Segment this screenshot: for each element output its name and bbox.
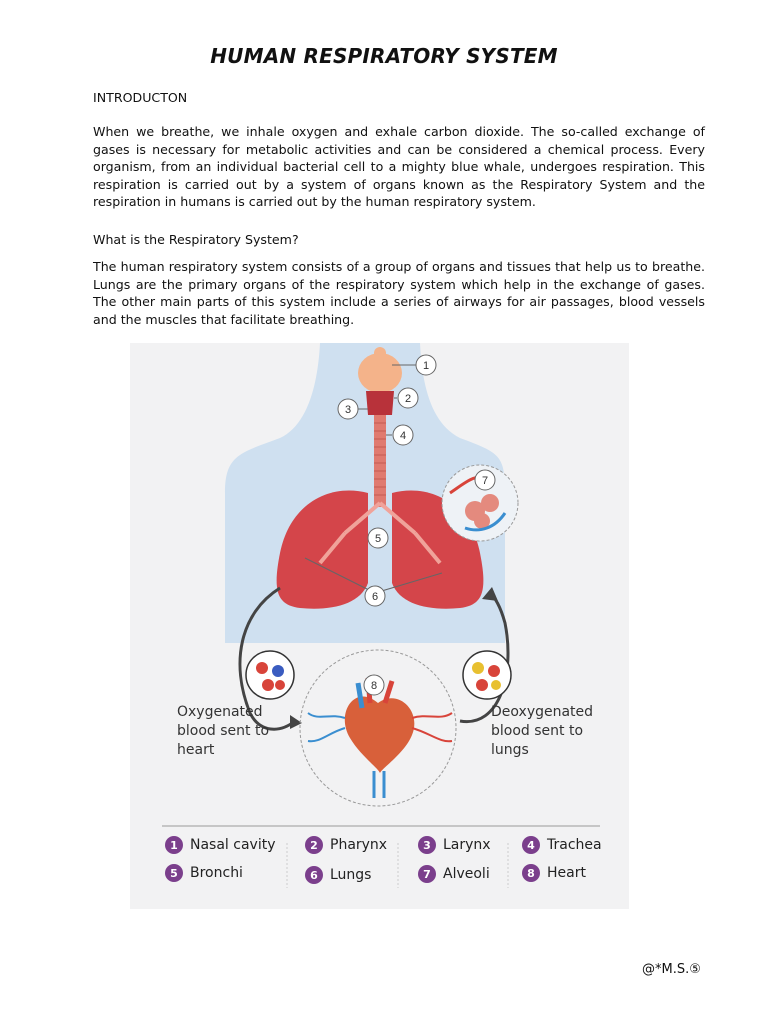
legend-label: Pharynx bbox=[330, 837, 388, 853]
legend-badge: 7 bbox=[418, 865, 436, 883]
legend-label: Heart bbox=[547, 865, 586, 881]
legend-badge: 6 bbox=[305, 866, 323, 884]
legend-item-bronchi: 5 Bronchi bbox=[165, 864, 243, 882]
legend-item-lungs: 6 Lungs bbox=[305, 866, 371, 884]
trachea-shape bbox=[374, 415, 386, 507]
legend-label: Nasal cavity bbox=[190, 837, 276, 853]
nasal-cavity-shape bbox=[358, 353, 402, 393]
question-heading: What is the Respiratory System? bbox=[93, 232, 299, 247]
legend-badge: 4 bbox=[522, 836, 540, 854]
deoxygenated-caption: Deoxygenated blood sent to lungs bbox=[491, 704, 594, 758]
legend-label: Trachea bbox=[547, 837, 602, 853]
legend-item-trachea: 4 Trachea bbox=[522, 836, 602, 854]
callout-8: 8 bbox=[371, 680, 377, 692]
callout-1: 1 bbox=[423, 360, 429, 372]
legend-label: Larynx bbox=[443, 837, 491, 853]
legend-label: Alveoli bbox=[443, 866, 490, 882]
heart-shape bbox=[344, 696, 415, 773]
larynx-shape bbox=[366, 391, 394, 415]
legend-label: Bronchi bbox=[190, 865, 243, 881]
legend-item-heart: 8 Heart bbox=[522, 864, 586, 882]
intro-heading: INTRODUCTON bbox=[93, 90, 188, 105]
oxygenated-blood-cells bbox=[245, 650, 295, 700]
intro-paragraph: When we breathe, we inhale oxygen and ex… bbox=[93, 124, 705, 210]
definition-paragraph: The human respiratory system consists of… bbox=[93, 259, 705, 327]
bronchi-shape bbox=[318, 501, 442, 565]
legend-badge: 2 bbox=[305, 836, 323, 854]
callout-2: 2 bbox=[405, 393, 411, 405]
legend-label: Lungs bbox=[330, 867, 372, 883]
diagram-illustration: 1 2 3 4 5 6 7 8 bbox=[162, 343, 600, 888]
legend-badge: 1 bbox=[165, 836, 183, 854]
legend-badge: 3 bbox=[418, 836, 436, 854]
oxygenated-flow-arrow bbox=[238, 586, 296, 731]
legend-item-pharynx: 2 Pharynx bbox=[305, 836, 387, 854]
callout-3: 3 bbox=[345, 404, 351, 416]
callout-4: 4 bbox=[400, 430, 406, 442]
oxygenated-caption: Oxygenated blood sent to heart bbox=[177, 704, 270, 758]
respiratory-diagram: 1 2 3 4 5 6 7 8 Oxygenated blood sent to… bbox=[130, 343, 629, 909]
legend-badge: 5 bbox=[165, 864, 183, 882]
deoxygenated-blood-cells bbox=[462, 650, 512, 700]
page-title: HUMAN RESPIRATORY SYSTEM bbox=[210, 44, 558, 68]
callout-6: 6 bbox=[372, 591, 378, 603]
callout-5: 5 bbox=[375, 533, 381, 545]
legend-badge: 8 bbox=[522, 864, 540, 882]
author-footer: @*M.S.⑤ bbox=[642, 962, 701, 977]
callout-markers bbox=[337, 354, 496, 696]
heart-zoom-circle bbox=[299, 649, 457, 807]
legend-item-larynx: 3 Larynx bbox=[418, 836, 491, 854]
left-lung-shape bbox=[276, 490, 368, 609]
legend-item-alveoli: 7 Alveoli bbox=[418, 865, 490, 883]
legend-item-nasal-cavity: 1 Nasal cavity bbox=[165, 836, 276, 854]
callout-7: 7 bbox=[482, 475, 488, 487]
